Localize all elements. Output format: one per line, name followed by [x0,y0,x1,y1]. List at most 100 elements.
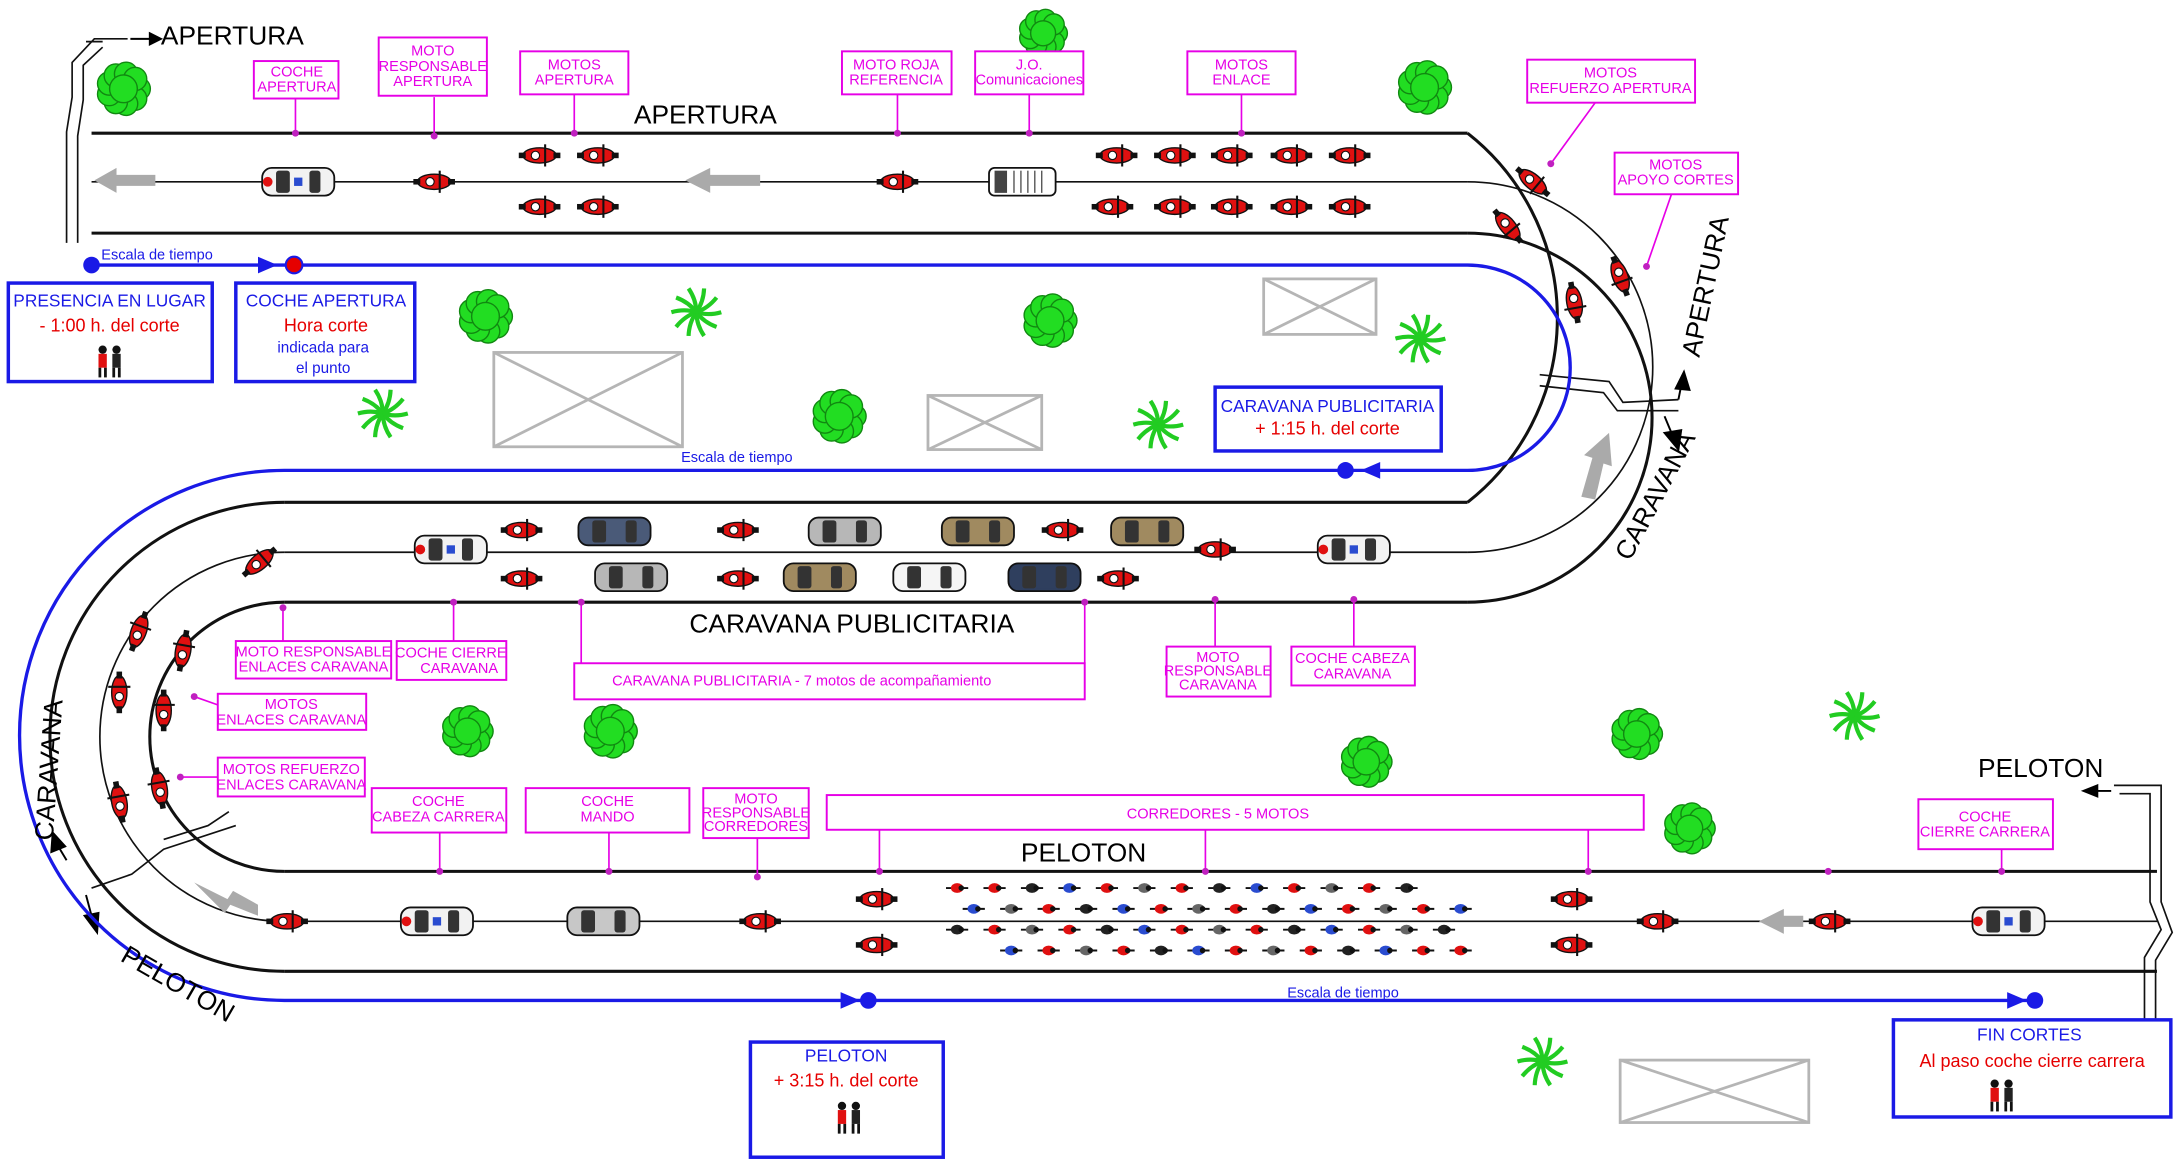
motorcycle-icon [501,519,543,541]
box-peloton: PELOTON + 3:15 h. del corte [750,1042,943,1157]
cyclist-icon [1433,925,1455,935]
cyclist-icon [1171,925,1193,935]
cyclist-icon [1187,904,1209,914]
motorcycle-icon [1637,910,1679,932]
building-placeholder [1264,279,1376,335]
label-coche-cierre-caravana-2: CARAVANA [420,661,498,677]
label-motos-apoyo-1: MOTOS [1649,157,1702,173]
cyclist-icon [1450,904,1472,914]
box-caravana-title: CARAVANA PUBLICITARIA [1221,396,1435,416]
box-presencia: PRESENCIA EN LUGAR - 1:00 h. del corte [8,283,212,382]
title-apertura-curve: APERTURA [1676,213,1735,360]
cyclist-icon [1112,904,1134,914]
cyclist-icon [1337,904,1359,914]
cyclist-icon [1375,946,1397,956]
cyclist-icon [1096,925,1118,935]
cyclist-icon [1412,904,1434,914]
cyclist-icon [1262,946,1284,956]
cyclist-icon [1150,904,1172,914]
cyclist-icon [1246,883,1268,893]
cyclist-icon [1075,904,1097,914]
motorcycle-icon [108,672,130,714]
cyclist-icon [1395,925,1417,935]
tree-icon [1024,294,1077,347]
label-motos-refuerzo-enlaces-1: MOTOS REFUERZO [223,762,360,778]
car-icon [401,907,473,935]
motorcycle-icon [577,196,619,218]
cyclist-icon [1021,883,1043,893]
label-motos-enlace-2: ENLACE [1212,73,1270,89]
title-apertura-top: APERTURA [161,20,304,50]
label-coche-cierre-caravana-1: COCHE CIERRE [395,646,507,662]
cyclist-icon [1358,925,1380,935]
building-placeholder [928,395,1042,449]
label-jo-2: Comunicaciones [975,73,1083,89]
palm-icon [671,288,721,335]
building-placeholder [1620,1060,1809,1122]
cyclist-icon [1225,946,1247,956]
cyclist-icon [1038,904,1060,914]
motorcycle-icon [717,519,759,541]
label-coche-cabeza-caravana-1: COCHE CABEZA [1295,651,1410,667]
box-fin-cortes-value: Al paso coche cierre carrera [1919,1051,2145,1071]
label-moto-resp-apertura-2: RESPONSABLE [379,59,488,75]
title-caravana-road: CARAVANA PUBLICITARIA [689,609,1014,639]
tree-icon [443,706,493,757]
tree-icon [1665,803,1715,854]
tree-icon [1020,9,1068,57]
label-moto-resp-apertura-1: MOTO [411,44,454,60]
motorcycle-icon [1271,144,1313,166]
time-scale-label-2: Escala de tiempo [681,450,793,466]
label-coche-mando-1: COCHE [581,794,634,810]
tree-icon [1399,61,1452,114]
car-icon [784,563,856,591]
motorcycle-icon [1194,538,1236,560]
box-caravana: CARAVANA PUBLICITARIA + 1:15 h. del cort… [1215,387,1441,451]
label-motos-apoyo-2: APOYO CORTES [1618,173,1734,189]
tree-icon [1612,709,1662,760]
motorcycle-icon [877,171,919,193]
title-peloton-left: PELOTON [116,939,240,1028]
label-motos-refuerzo-enlaces-2: ENLACES CARAVANA [216,778,366,794]
cyclist-icon [1262,904,1284,914]
palm-icon [358,390,408,437]
motorcycle-icon [266,910,308,932]
box-presencia-title: PRESENCIA EN LUGAR [13,291,206,311]
box-coche-apertura-value: Hora corte [284,316,368,336]
cyclist-icon [946,883,968,893]
label-coche-cabeza-carrera-2: CABEZA CARRERA [372,809,505,825]
label-coche-cierre-carrera-1: COCHE [1959,809,2012,825]
motorcycle-icon [1154,196,1196,218]
cyclist-icon [1225,904,1247,914]
motorcycle-icon [739,910,781,932]
motorcycle-icon [519,196,561,218]
label-motos-refuerzo-2: REFUERZO APERTURA [1529,81,1691,97]
car-icon [1111,518,1183,546]
motorcycle-icon [1551,888,1593,910]
cyclist-icon [1208,883,1230,893]
cyclist-icon [1283,925,1305,935]
cyclist-icon [1096,883,1118,893]
title-caravana-left: CARAVANA [29,698,69,841]
cyclist-icon [1150,946,1172,956]
palm-icon [1133,401,1183,448]
cyclist-icon [1021,925,1043,935]
cyclist-icon [1058,883,1080,893]
cyclist-icon [1133,883,1155,893]
cyclist-icon [1208,925,1230,935]
box-caravana-value: + 1:15 h. del corte [1255,418,1400,438]
cyclist-icon [1058,925,1080,935]
box-fin-cortes: FIN CORTES Al paso coche cierre carrera [1893,1020,2170,1117]
car-icon [893,563,965,591]
car-icon [1972,907,2044,935]
cyclist-icon [1375,904,1397,914]
motorcycle-icon [1809,910,1851,932]
label-motos-enlace-1: MOTOS [1215,57,1268,73]
label-moto-resp-caravana-3: CARAVANA [1179,678,1257,694]
car-icon [262,168,334,196]
motorcycle-icon [1329,196,1371,218]
palm-icon [1830,692,1880,739]
cyclist-icon [1038,946,1060,956]
motorcycle-icon [121,608,156,655]
cyclist-icon [946,925,968,935]
